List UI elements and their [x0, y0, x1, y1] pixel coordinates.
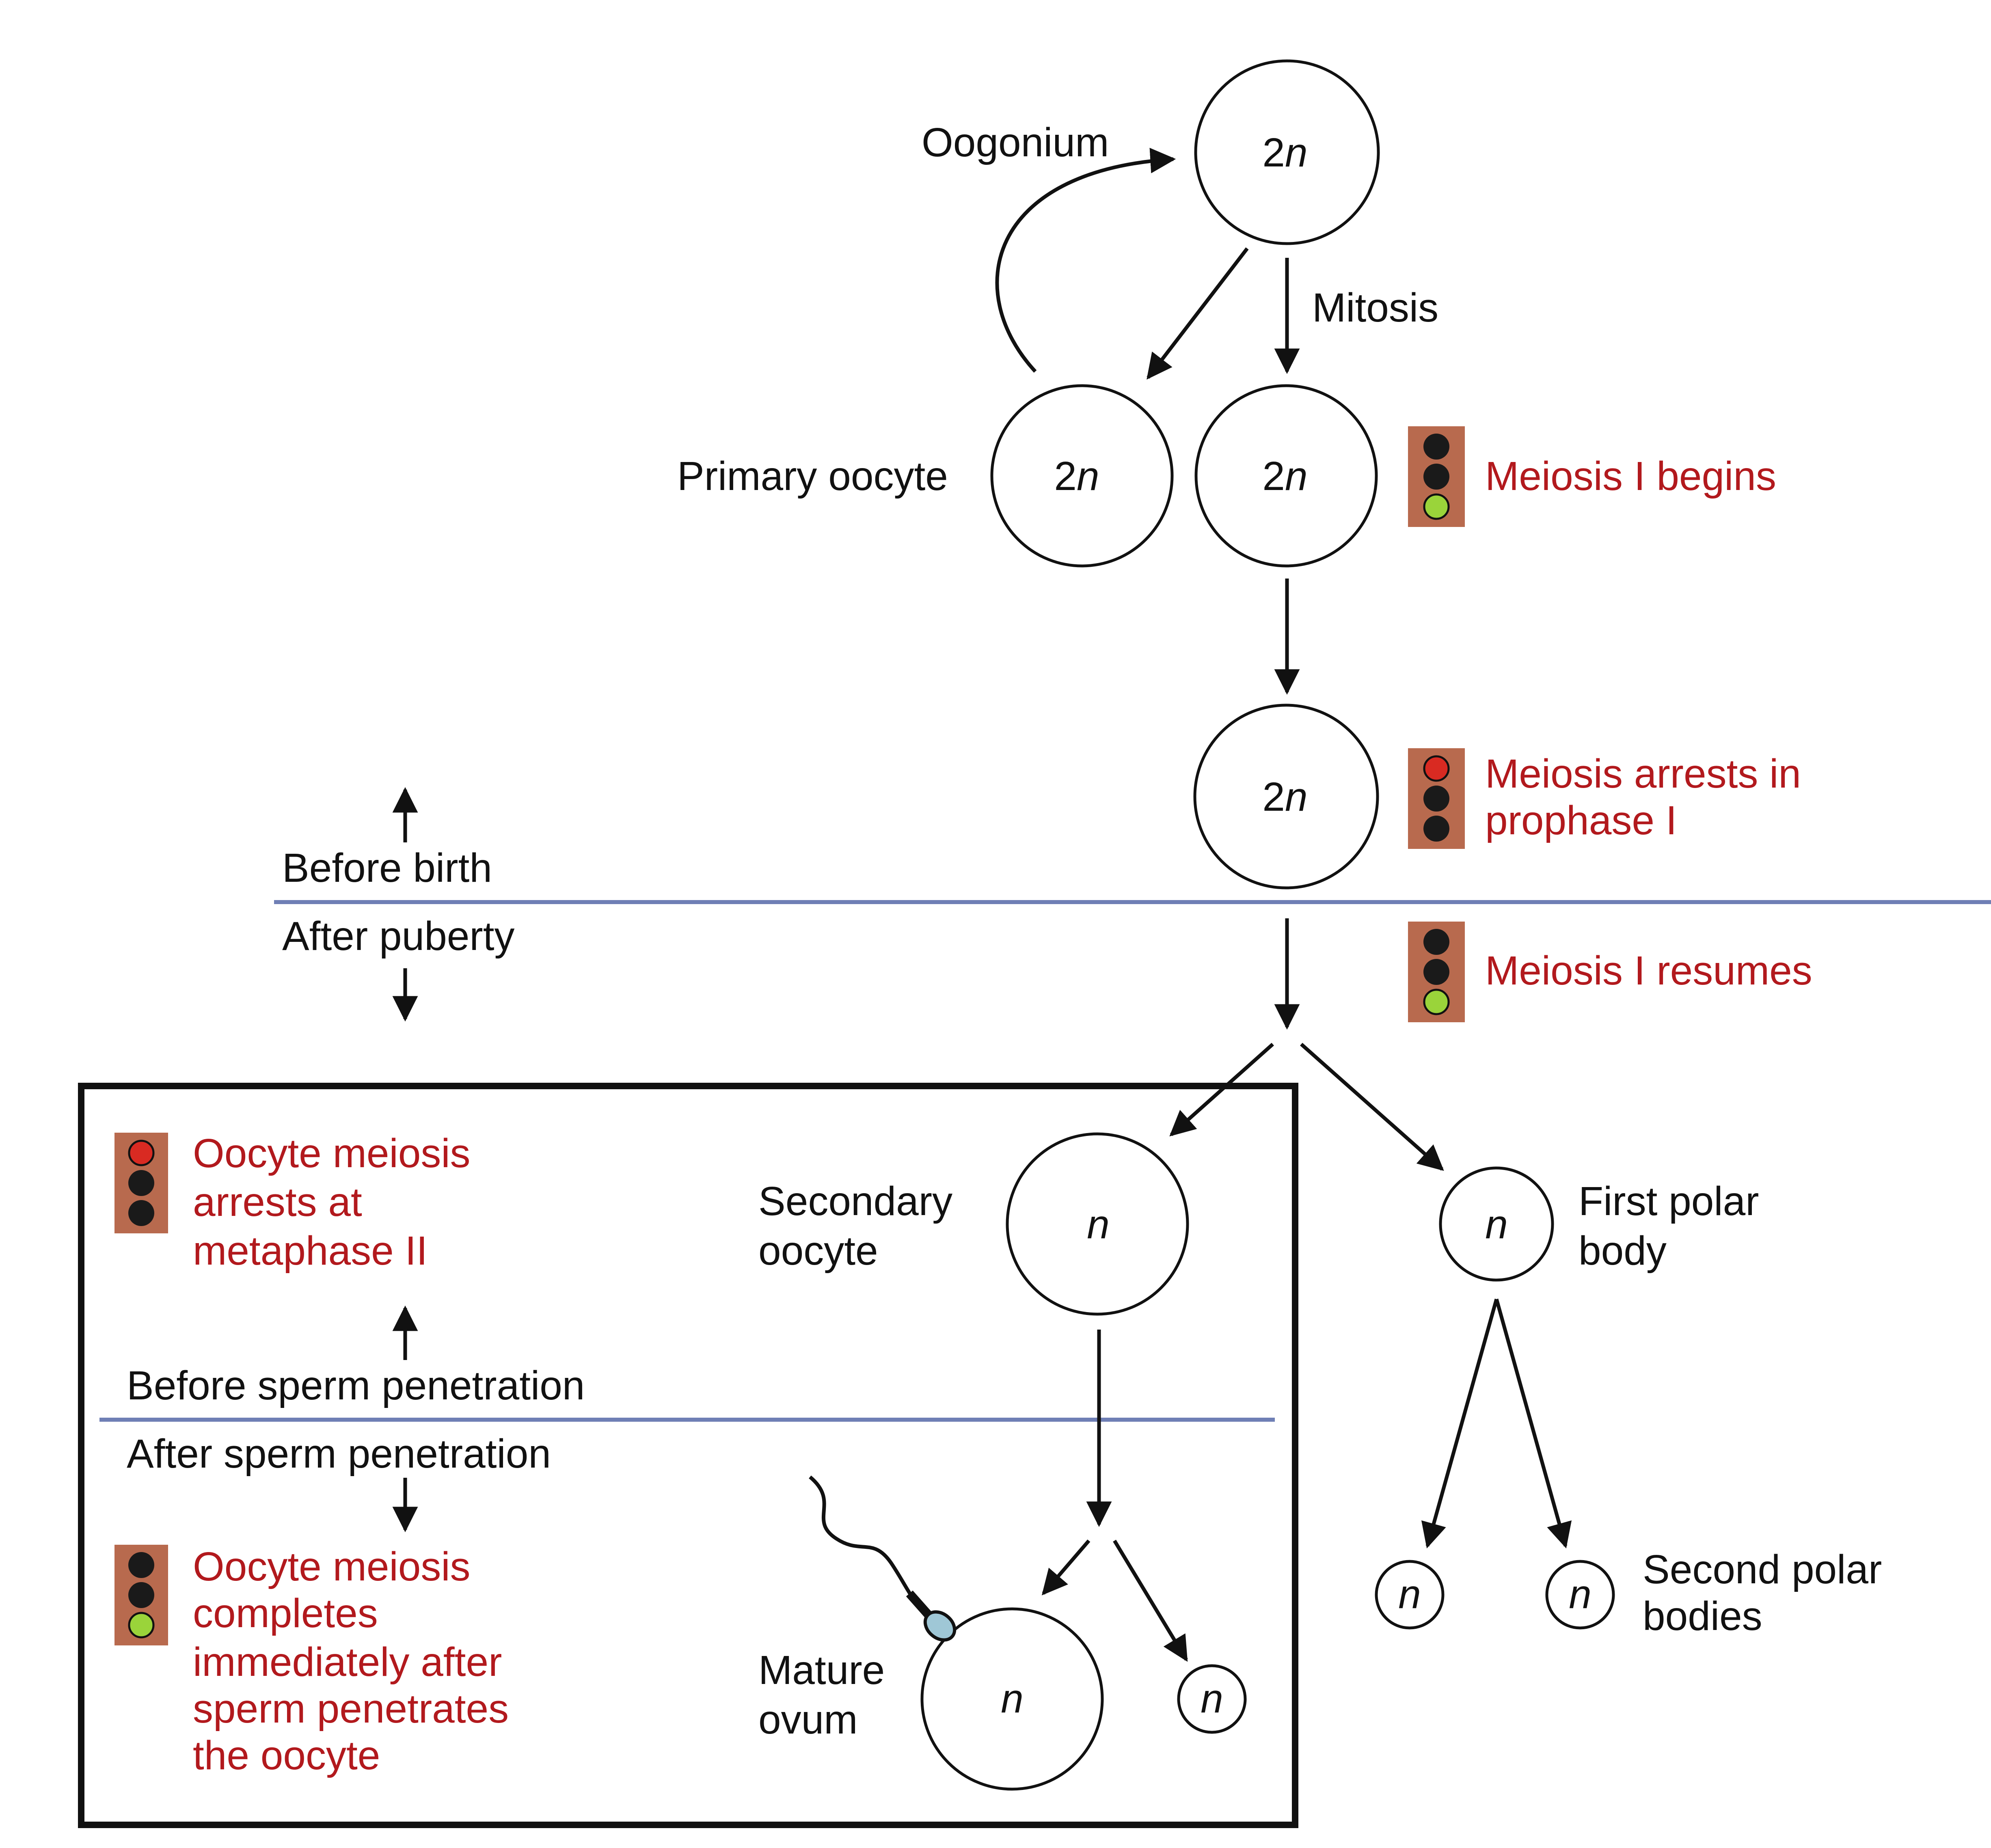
mitosis-arrow-left: [1147, 247, 1249, 380]
meiosis-resumes-label: Meiosis I resumes: [1485, 948, 1812, 993]
before-sperm-label: Before sperm penetration: [127, 1363, 585, 1408]
ploidy-second-polar-right: n: [1569, 1572, 1592, 1617]
ploidy-secondary: n: [1087, 1202, 1110, 1247]
after-puberty-label: After puberty: [282, 913, 515, 959]
oogonium-label: Oogonium: [922, 120, 1109, 165]
mitosis-label: Mitosis: [1312, 285, 1438, 330]
secondary-oocyte-cell: [1006, 1132, 1189, 1316]
after-sperm-label: After sperm penetration: [127, 1431, 551, 1477]
sperm-icon: [809, 1475, 957, 1642]
ploidy-ovum: n: [1001, 1676, 1024, 1721]
ploidy-primary-left: 2n: [1054, 453, 1099, 499]
to-ovum-polar-arrow: [1113, 1539, 1188, 1662]
signal-meiosis-begins-icon: [1408, 426, 1465, 527]
mature-ovum-cell: [920, 1607, 1104, 1791]
oogonium-cell: [1194, 59, 1380, 245]
primary-oocyte-cell-right: [1194, 384, 1378, 568]
primary-oocyte-cell-left: [990, 384, 1174, 568]
signal-arrests-prophase-icon: [1408, 748, 1465, 849]
second-polar-body-cell-left: [1375, 1560, 1445, 1630]
ploidy-primary-right: 2n: [1262, 453, 1307, 499]
polar-split-right-arrow: [1494, 1298, 1572, 1549]
ploidy-ovum-polar: n: [1201, 1676, 1223, 1721]
to-first-polar-arrow: [1300, 1043, 1444, 1171]
first-polar-body-cell: [1439, 1166, 1554, 1282]
polar-split-left-arrow: [1421, 1298, 1499, 1549]
before-birth-label: Before birth: [282, 845, 492, 891]
primary-oocyte-label: Primary oocyte: [677, 453, 948, 499]
meiosis-begins-label: Meiosis I begins: [1485, 453, 1776, 499]
signal-meiosis-resumes-icon: [1408, 922, 1465, 1022]
signal-arrests-metaphase-icon: [114, 1133, 168, 1233]
arrested-oocyte-cell: [1193, 704, 1379, 889]
ploidy-second-polar-left: n: [1398, 1572, 1421, 1617]
to-secondary-arrow: [1169, 1043, 1274, 1137]
to-ovum-arrow: [1041, 1539, 1091, 1595]
ploidy-oogonium: 2n: [1262, 130, 1307, 175]
signal-completes-icon: [114, 1545, 168, 1645]
second-polar-body-cell-right: [1545, 1560, 1615, 1630]
fertilization-box: [78, 1083, 1298, 1828]
ploidy-arrested: 2n: [1262, 774, 1307, 820]
ovum-polar-body-cell: [1177, 1664, 1247, 1734]
ploidy-first-polar: n: [1485, 1202, 1508, 1247]
self-renewal-arrow: [995, 148, 1176, 373]
